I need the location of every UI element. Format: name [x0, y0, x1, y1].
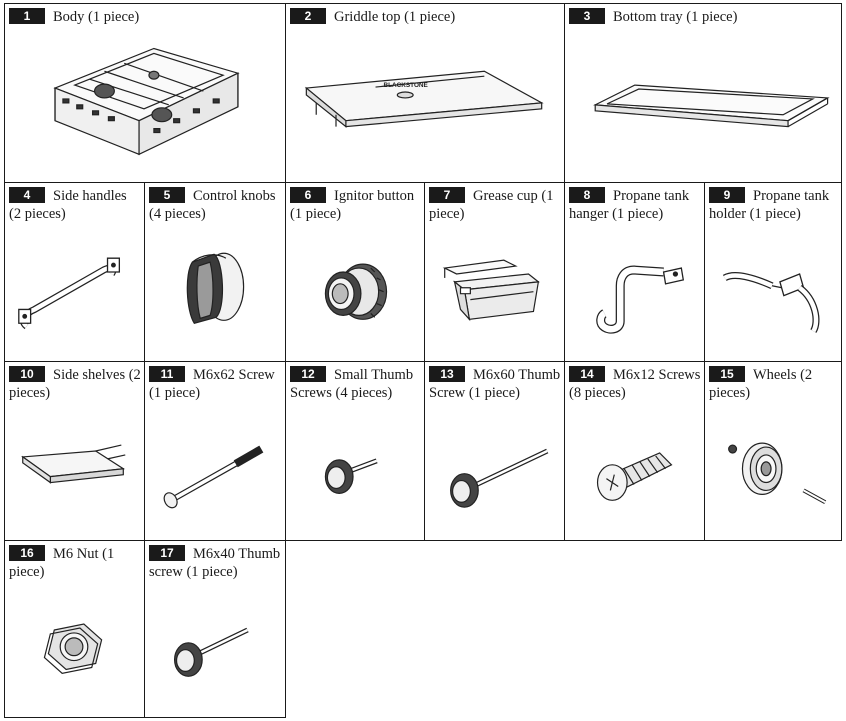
part-number-badge: 10: [9, 366, 45, 382]
part-number-badge: 16: [9, 545, 45, 561]
part-name: Propane tank holder (1 piece): [709, 188, 830, 222]
part-number-badge: 11: [149, 366, 185, 382]
part-name: Side handles (2 pieces): [9, 188, 127, 222]
part-name: Ignitor button (1 piece): [290, 188, 415, 222]
part-number-badge: 13: [429, 366, 465, 382]
part-number-badge: 3: [569, 8, 605, 24]
thumb-screw-icon: [145, 541, 285, 717]
grill-body-icon: [5, 4, 285, 182]
part-name: Control knobs (4 pieces): [149, 188, 276, 222]
side-shelf-icon: [5, 362, 144, 540]
part-name: M6x62 Screw (1 piece): [149, 367, 275, 401]
part-number-badge: 8: [569, 187, 605, 203]
part-number-badge: 2: [290, 8, 326, 24]
part-header: 3 Bottom tray (1 piece): [569, 8, 839, 26]
part-number-badge: 4: [9, 187, 45, 203]
wheel-icon: [705, 362, 841, 540]
grease-cup-icon: [425, 183, 564, 361]
part-number-badge: 15: [709, 366, 745, 382]
bottom-tray-icon: [565, 4, 841, 182]
part-number-badge: 14: [569, 366, 605, 382]
part-name: M6x60 Thumb Screw (1 piece): [429, 367, 561, 401]
long-thumb-screw-icon: [425, 362, 564, 540]
hex-nut-icon: [5, 541, 144, 717]
part-name: Side shelves (2 pieces): [9, 367, 141, 401]
part-cell-1: 1 Body (1 piece): [4, 3, 286, 183]
part-header: 2 Griddle top (1 piece): [290, 8, 562, 26]
tank-hanger-icon: [565, 183, 704, 361]
part-number-badge: 7: [429, 187, 465, 203]
part-number-badge: 6: [290, 187, 326, 203]
part-name: Grease cup (1 piece): [429, 188, 554, 222]
part-name: M6 Nut (1 piece): [9, 546, 115, 580]
parts-grid: 1 Body (1 piece) BLACKSTONE 2 Griddle top …: [4, 3, 842, 718]
part-cell-2: BLACKSTONE 2 Griddle top (1 piece): [285, 3, 565, 183]
brand-label: BLACKSTONE: [383, 82, 428, 89]
long-screw-icon: [145, 362, 285, 540]
part-number-badge: 17: [149, 545, 185, 561]
part-number-badge: 9: [709, 187, 745, 203]
part-header: 1 Body (1 piece): [9, 8, 283, 26]
short-screw-icon: [565, 362, 704, 540]
griddle-top-icon: BLACKSTONE: [286, 4, 564, 182]
part-name: Griddle top (1 piece): [334, 9, 456, 25]
part-name: M6x12 Screws (8 pieces): [569, 367, 701, 401]
ignitor-button-icon: [286, 183, 424, 361]
part-cell-3: 3 Bottom tray (1 piece): [564, 3, 842, 183]
part-number-badge: 12: [290, 366, 326, 382]
part-name: Small Thumb Screws (4 pieces): [290, 367, 414, 401]
tank-holder-icon: [705, 183, 841, 361]
part-name: Propane tank hanger (1 piece): [569, 188, 690, 222]
part-number-badge: 1: [9, 8, 45, 24]
part-name: Wheels (2 pieces): [709, 367, 813, 401]
part-name: Body (1 piece): [53, 9, 140, 25]
part-name: Bottom tray (1 piece): [613, 9, 738, 25]
part-name: M6x40 Thumb screw (1 piece): [149, 546, 281, 580]
part-number-badge: 5: [149, 187, 185, 203]
side-handle-icon: [5, 183, 144, 361]
small-thumb-screw-icon: [286, 362, 424, 540]
control-knob-icon: [145, 183, 285, 361]
